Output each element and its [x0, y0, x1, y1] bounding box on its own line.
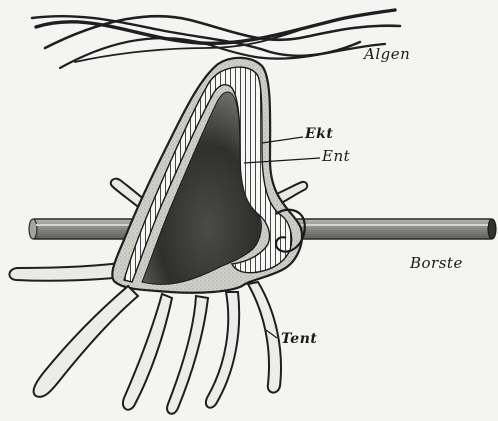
label-algae: Algen — [362, 45, 410, 63]
algae-filaments — [32, 10, 400, 68]
label-tentacle: Tent — [281, 331, 317, 347]
label-ectoderm: Ekt — [304, 126, 333, 142]
basal-tentacles — [34, 282, 281, 414]
label-bristle: Borste — [409, 254, 463, 272]
hydra-body — [112, 58, 304, 293]
label-entoderm: Ent — [321, 147, 351, 165]
